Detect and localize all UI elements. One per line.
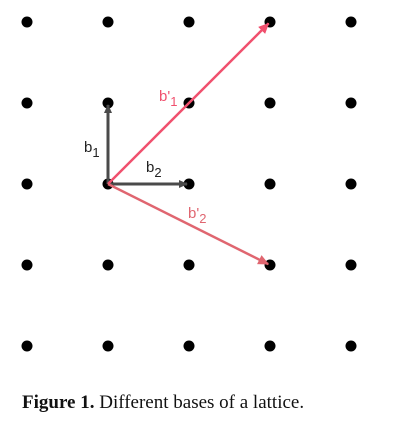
lattice-point xyxy=(183,340,195,352)
lattice-point xyxy=(102,259,114,271)
vector-b2-label: b2 xyxy=(146,159,162,180)
lattice-point xyxy=(264,340,276,352)
lattice-point xyxy=(183,259,195,271)
figure-caption: Figure 1. Different bases of a lattice. xyxy=(22,392,304,414)
vector-b1p-label: b'1 xyxy=(159,88,177,109)
lattice-point xyxy=(264,178,276,190)
lattice-diagram: b1 b2 b'1 b'2 xyxy=(21,16,357,352)
lattice-point xyxy=(21,178,33,190)
vector-b1-label: b1 xyxy=(84,139,100,160)
lattice-point xyxy=(345,340,357,352)
lattice-point xyxy=(102,340,114,352)
lattice-point xyxy=(264,259,276,271)
lattice-point xyxy=(345,97,357,109)
vector-b2p-label: b'2 xyxy=(188,205,206,226)
lattice-point xyxy=(345,259,357,271)
lattice-point xyxy=(21,259,33,271)
lattice-point xyxy=(21,340,33,352)
vector-b1p-arrow xyxy=(107,22,270,185)
caption-text: Different bases of a lattice. xyxy=(99,392,305,413)
lattice-point xyxy=(264,97,276,109)
caption-label: Figure 1. xyxy=(22,392,95,413)
basis-vectors xyxy=(104,22,270,266)
lattice-point xyxy=(21,97,33,109)
lattice-point xyxy=(21,16,33,28)
lattice-point xyxy=(345,178,357,190)
vector-b2p-arrow xyxy=(107,182,270,266)
lattice-point xyxy=(183,16,195,28)
lattice-point xyxy=(102,16,114,28)
lattice-point xyxy=(345,16,357,28)
lattice-points xyxy=(21,16,357,352)
vector-labels: b1 b2 b'1 b'2 xyxy=(84,88,206,226)
